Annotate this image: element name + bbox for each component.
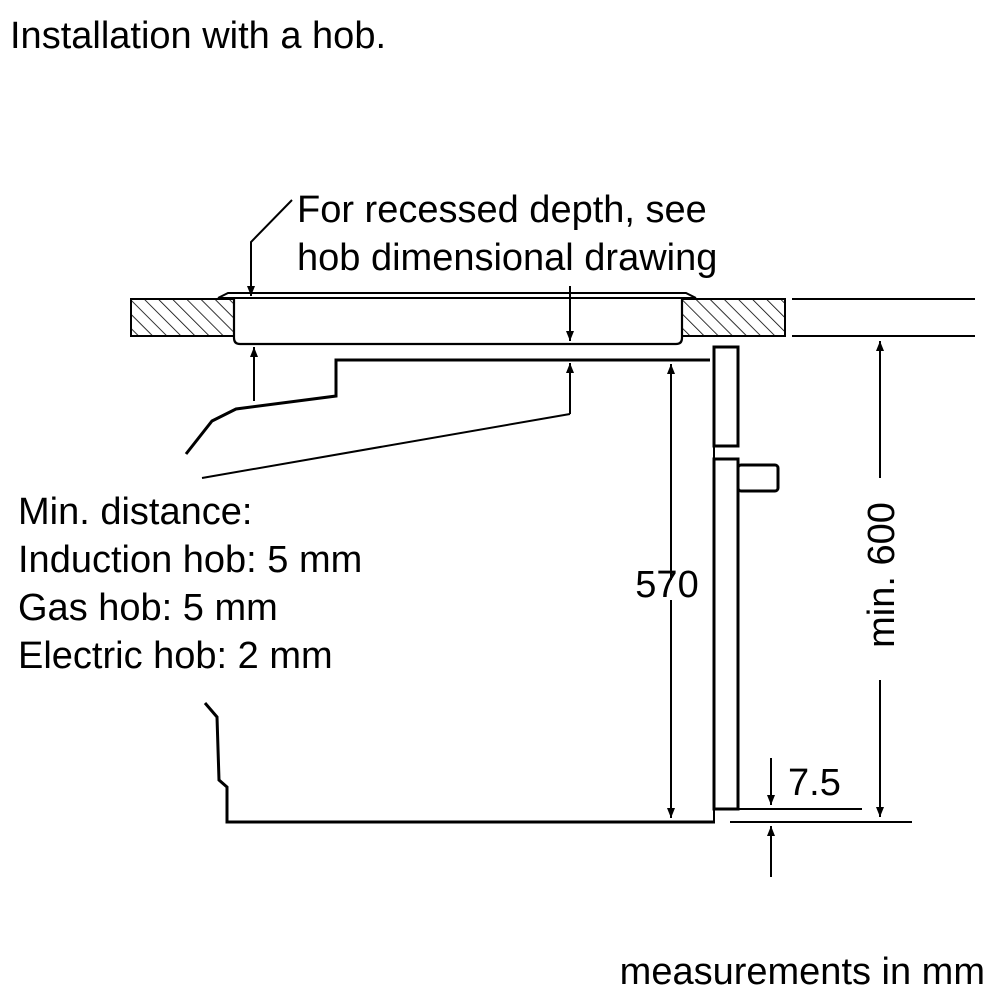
dimension-min-600: min. 600	[861, 341, 903, 817]
dimension-7-5: 7.5	[730, 758, 912, 877]
dimension-7-5-label: 7.5	[788, 762, 841, 804]
oven-outline-top	[184, 358, 710, 455]
oven-separation-line	[201, 413, 571, 479]
hob	[217, 292, 697, 346]
min-distance-gas: Gas hob: 5 mm	[18, 587, 278, 629]
min-distance-notes: Min. distance: Induction hob: 5 mm Gas h…	[18, 491, 362, 677]
oven-outline-bottom	[203, 702, 715, 824]
dimension-min-600-label: min. 600	[861, 502, 903, 648]
page-title: Installation with a hob.	[10, 15, 386, 57]
min-distance-induction: Induction hob: 5 mm	[18, 539, 362, 581]
dimension-570-label: 570	[635, 564, 698, 606]
recess-callout-line1: For recessed depth, see	[297, 189, 707, 231]
units-note: measurements in mm	[620, 951, 985, 993]
recess-callout-line2: hob dimensional drawing	[297, 237, 717, 279]
control-knob	[736, 463, 780, 493]
worktop-left	[130, 298, 235, 337]
worktop-right	[681, 298, 786, 337]
dimension-570: 570	[635, 364, 699, 818]
min-distance-heading: Min. distance:	[18, 491, 252, 533]
min-distance-electric: Electric hob: 2 mm	[18, 635, 333, 677]
recess-callout: For recessed depth, see hob dimensional …	[247, 189, 717, 296]
oven-front	[712, 345, 780, 822]
